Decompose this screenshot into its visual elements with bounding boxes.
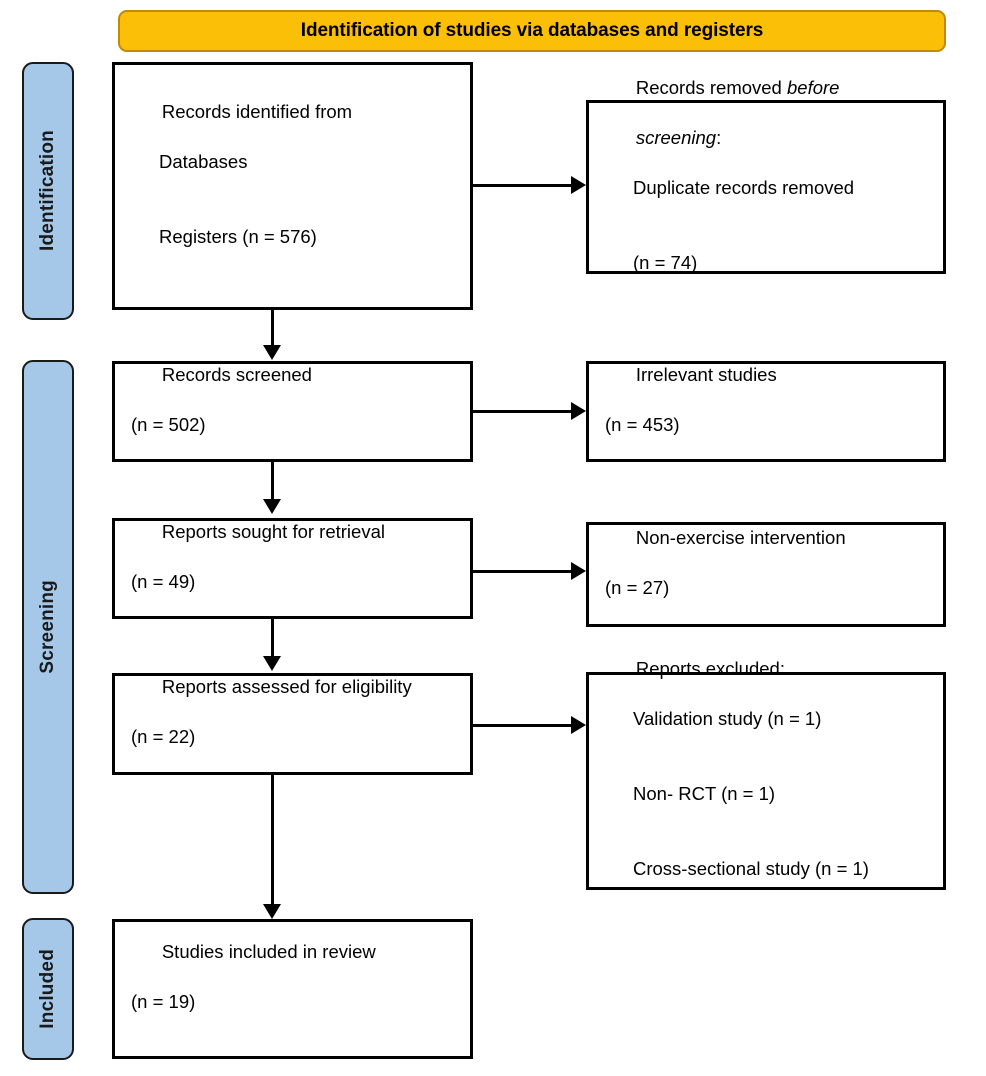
stage-label-included-text: Included	[37, 949, 58, 1029]
arrow-assessed-to-included-head	[263, 904, 281, 919]
arrow-sought-to-assessed	[271, 619, 274, 657]
records-removed-line-4: (n = 74)	[633, 251, 698, 273]
diagram-title: Identification of studies via databases …	[300, 20, 764, 41]
arrow-sought-to-non-exercise	[473, 570, 573, 573]
arrow-identified-to-screened	[271, 310, 274, 348]
reports-excluded-reason-2: Non- RCT (n = 1)	[633, 783, 776, 804]
box-records-removed-text: Records removed before screening: Duplic…	[589, 50, 943, 325]
box-records-identified: Records identified from Databases Regist…	[112, 62, 473, 310]
box-records-screened: Records screened (n = 502)	[112, 361, 473, 462]
stage-label-identification: Identification	[22, 62, 74, 320]
non-exercise-line-1: Non-exercise intervention	[635, 526, 846, 548]
reports-assessed-line-1: Reports assessed for eligibility	[161, 676, 412, 697]
box-studies-included-text: Studies included in review (n = 19)	[115, 914, 470, 1064]
stage-label-included: Included	[22, 918, 74, 1060]
reports-sought-line-2: (n = 49)	[131, 570, 196, 592]
box-records-screened-text: Records screened (n = 502)	[115, 337, 470, 487]
box-irrelevant-studies-text: Irrelevant studies (n = 453)	[589, 337, 943, 487]
arrow-assessed-to-excluded-head	[571, 716, 586, 734]
non-exercise-line-2: (n = 27)	[605, 576, 670, 598]
arrow-screened-to-sought-head	[263, 499, 281, 514]
records-removed-line-2-italic: screening	[635, 126, 717, 148]
arrow-identified-to-removed-head	[571, 176, 586, 194]
stage-label-identification-text: Identification	[37, 130, 58, 252]
box-reports-assessed-text: Reports assessed for eligibility (n = 22…	[115, 649, 470, 799]
reports-assessed-line-2: (n = 22)	[131, 726, 196, 747]
arrow-assessed-to-included	[271, 775, 274, 907]
records-screened-line-1: Records screened	[161, 363, 312, 385]
box-reports-excluded-text: Reports excluded: Validation study (n = …	[589, 631, 943, 931]
arrow-sought-to-non-exercise-head	[571, 562, 586, 580]
box-reports-sought-text: Reports sought for retrieval (n = 49)	[115, 494, 470, 644]
studies-included-line-1: Studies included in review	[161, 941, 376, 962]
arrow-screened-to-irrelevant-head	[571, 402, 586, 420]
irrelevant-studies-line-2: (n = 453)	[605, 413, 680, 435]
reports-excluded-line-1: Reports excluded:	[635, 658, 785, 679]
stage-label-screening: Screening	[22, 360, 74, 894]
records-screened-line-2: (n = 502)	[131, 413, 206, 435]
studies-included-line-2: (n = 19)	[131, 991, 196, 1012]
reports-excluded-reason-1: Validation study (n = 1)	[633, 708, 822, 729]
records-identified-line-2: Databases	[159, 150, 248, 172]
arrow-sought-to-assessed-head	[263, 656, 281, 671]
box-records-removed-before-screening: Records removed before screening: Duplic…	[586, 77, 946, 274]
arrow-screened-to-irrelevant	[473, 410, 573, 413]
records-removed-line-2-colon: :	[716, 126, 722, 148]
records-removed-line-1-italic: before	[787, 76, 840, 98]
box-non-exercise-intervention: Non-exercise intervention (n = 27)	[586, 522, 946, 627]
reports-sought-line-1: Reports sought for retrieval	[161, 520, 385, 542]
box-reports-sought-for-retrieval: Reports sought for retrieval (n = 49)	[112, 518, 473, 619]
records-removed-line-1-prefix: Records removed	[635, 76, 787, 98]
box-records-identified-text: Records identified from Databases Regist…	[115, 74, 470, 299]
arrow-identified-to-screened-head	[263, 345, 281, 360]
reports-excluded-reason-3: Cross-sectional study (n = 1)	[633, 858, 869, 879]
box-reports-excluded: Reports excluded: Validation study (n = …	[586, 658, 946, 890]
diagram-header-banner: Identification of studies via databases …	[118, 10, 946, 52]
records-identified-line-1: Records identified from	[161, 100, 353, 122]
arrow-assessed-to-excluded	[473, 724, 573, 727]
records-removed-line-3: Duplicate records removed	[633, 176, 855, 198]
arrow-screened-to-sought	[271, 462, 274, 500]
box-studies-included-in-review: Studies included in review (n = 19)	[112, 919, 473, 1059]
box-irrelevant-studies: Irrelevant studies (n = 453)	[586, 361, 946, 462]
box-non-exercise-text: Non-exercise intervention (n = 27)	[589, 500, 943, 650]
arrow-identified-to-removed	[473, 184, 573, 187]
records-identified-line-3: Registers (n = 576)	[159, 225, 317, 247]
box-reports-assessed-for-eligibility: Reports assessed for eligibility (n = 22…	[112, 673, 473, 775]
stage-label-screening-text: Screening	[37, 580, 58, 674]
irrelevant-studies-line-1: Irrelevant studies	[635, 363, 777, 385]
